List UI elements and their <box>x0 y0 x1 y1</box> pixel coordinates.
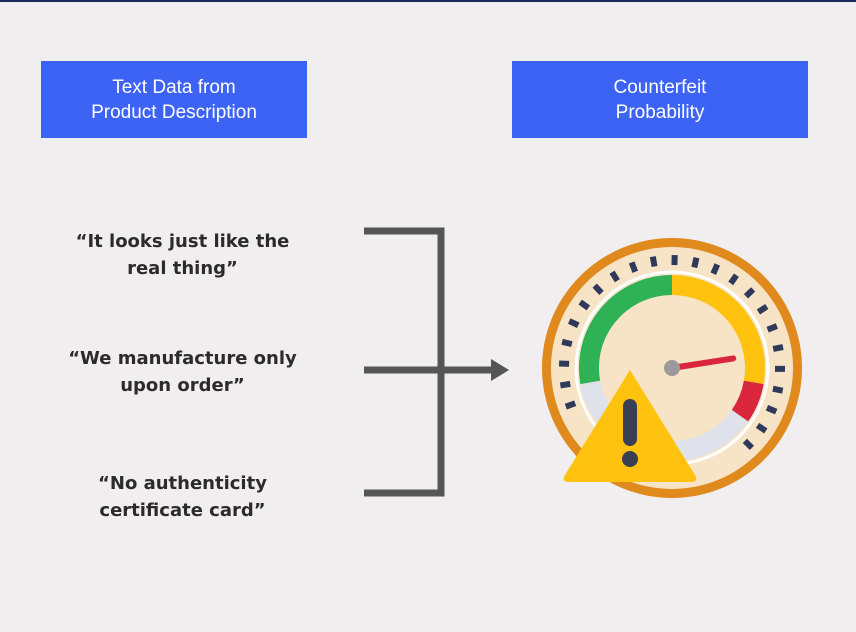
gauge-tick <box>755 422 768 434</box>
arrow-right-icon <box>491 359 509 381</box>
gauge-arc-yellow <box>671 275 765 385</box>
quote-1-line-1: “It looks just like the <box>75 231 290 252</box>
header-text-data-line-2: Product Description <box>91 101 257 123</box>
warning-icon <box>563 370 697 482</box>
quote-1-line-2: real thing” <box>127 258 238 279</box>
header-counterfeit-line-2: Probability <box>615 101 705 123</box>
gauge-pivot <box>664 360 680 376</box>
gauge-tick <box>561 338 573 348</box>
gauge-tick <box>765 405 778 415</box>
gauge-tick <box>691 257 700 269</box>
gauge-icon <box>542 238 802 498</box>
gauge-tick <box>772 385 784 394</box>
gauge-tick <box>628 261 639 273</box>
gauge-arc-red <box>731 380 764 422</box>
header-text-data: Text Data from Product Description <box>41 61 307 138</box>
bracket-line <box>364 227 445 497</box>
gauge-tick <box>728 273 739 286</box>
gauge-needle <box>669 355 737 371</box>
gauge-tick <box>609 270 620 283</box>
gauge-tick <box>710 263 721 275</box>
quote-no-certificate: “No authenticity certificate card” <box>40 470 325 524</box>
quote-3-line-2: certificate card” <box>99 500 266 521</box>
gauge-tick <box>772 344 784 352</box>
gauge-tick <box>559 380 571 389</box>
gauge-tick <box>649 256 658 268</box>
quote-3-line-1: “No authenticity <box>98 473 267 494</box>
gauge-tick <box>567 318 580 328</box>
gauge-ticks <box>558 254 786 451</box>
warning-exclamation-bar <box>623 399 637 446</box>
gauge-tick <box>564 400 577 410</box>
header-counterfeit-line-1: Counterfeit <box>613 76 707 98</box>
quote-looks-real: “It looks just like the real thing” <box>40 228 325 282</box>
quote-manufacture-order: “We manufacture only upon order” <box>40 345 325 399</box>
gauge-tick <box>743 287 756 299</box>
quote-2-line-1: “We manufacture only <box>68 348 297 369</box>
gauge-tick <box>756 304 769 315</box>
warning-exclamation-dot <box>622 451 638 467</box>
header-counterfeit-probability: Counterfeit Probability <box>512 61 808 138</box>
header-text-data-line-1: Text Data from <box>112 76 236 98</box>
gauge-tick <box>742 438 755 451</box>
gauge-arc-green <box>579 275 673 385</box>
top-rule <box>0 0 856 2</box>
quote-2-line-2: upon order” <box>120 375 245 396</box>
gauge-tick <box>578 299 591 311</box>
gauge-tick <box>592 283 604 295</box>
gauge-tick <box>766 323 779 333</box>
